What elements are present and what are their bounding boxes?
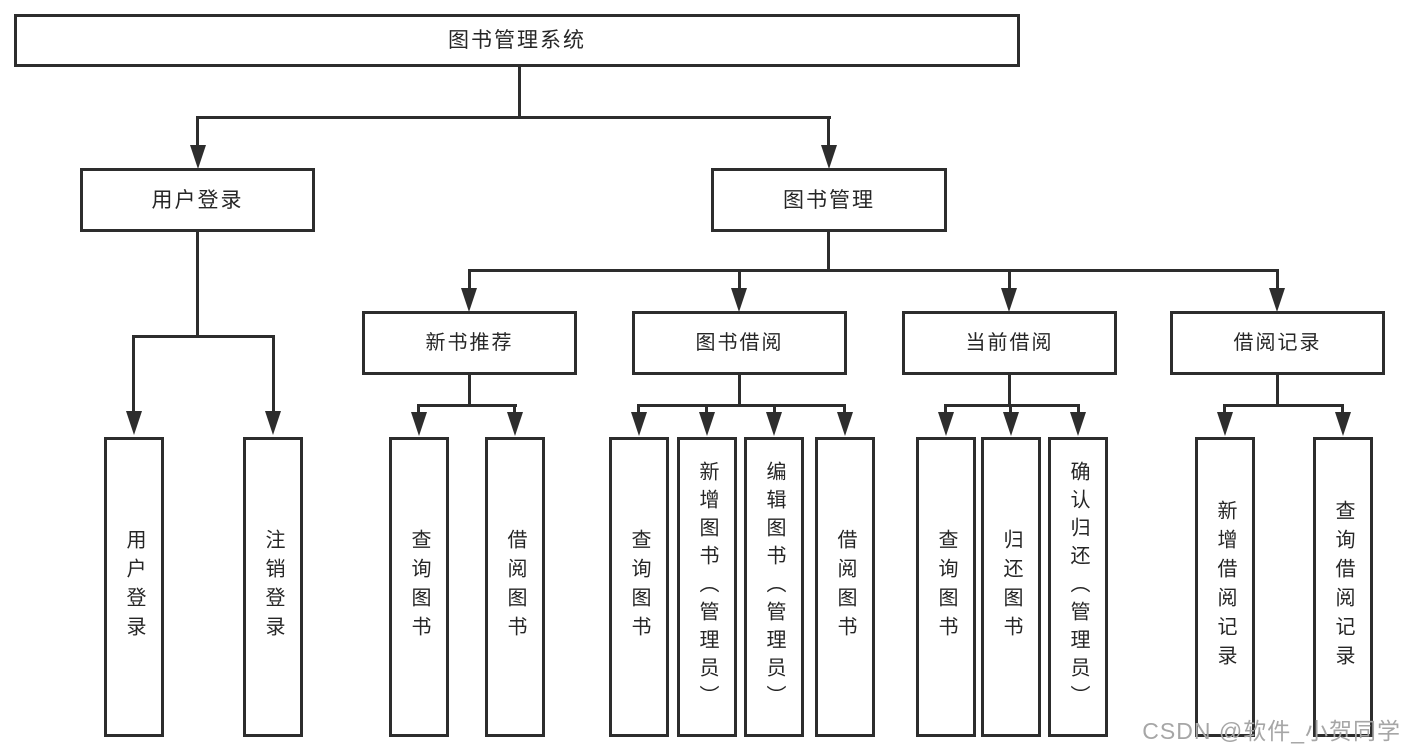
arrow-down-icon [126,411,142,435]
connector-bb-hline [637,404,846,407]
node-current-borrow: 当前借阅 [902,311,1117,375]
connector-userlogin-down [196,232,199,337]
watermark: CSDN @软件_小贺同学 [1142,718,1401,744]
arrow-down-icon [631,412,647,436]
node-user-login: 用户登录 [80,168,315,232]
connector-l3-stem-3 [1008,269,1011,290]
node-leaf-query-book-1: 查询图书 [389,437,449,737]
arrow-down-icon [731,288,747,312]
arrow-down-icon [837,412,853,436]
connector-userlogin-hline [132,335,275,338]
arrow-down-icon [1070,412,1086,436]
connector-level3-hline [468,269,1279,272]
node-leaf-borrow-book-2: 借阅图书 [815,437,875,737]
connector-nbr-stem-2 [513,404,516,415]
node-root: 图书管理系统 [14,14,1020,67]
node-leaf-query-borrow-record: 查询借阅记录 [1313,437,1373,737]
arrow-down-icon [1335,412,1351,436]
connector-br-stem-2 [1341,404,1344,415]
connector-userlogin-stem [196,116,199,147]
connector-cb-hline [944,404,1080,407]
node-leaf-logout: 注销登录 [243,437,303,737]
arrow-down-icon [265,411,281,435]
connector-br-stub [1276,375,1279,406]
connector-l3-stem-2 [738,269,741,290]
connector-l3-stem-1 [468,269,471,290]
node-leaf-return-book: 归还图书 [981,437,1041,737]
node-borrow-record: 借阅记录 [1170,311,1385,375]
connector-bookmgmt-down [827,232,830,272]
arrow-down-icon [1269,288,1285,312]
arrow-down-icon [507,412,523,436]
node-leaf-user-login: 用户登录 [104,437,164,737]
connector-nbr-stub [468,375,471,406]
connector-ul-child2-stem [272,335,275,413]
connector-bb-stem-2 [705,404,708,415]
connector-bb-stub [738,375,741,406]
node-leaf-confirm-return-admin: 确认归还（管理员） [1048,437,1108,737]
connector-bb-stem-4 [843,404,846,415]
arrow-down-icon [821,145,837,169]
arrow-down-icon [461,288,477,312]
arrow-down-icon [411,412,427,436]
node-book-management: 图书管理 [711,168,947,232]
arrow-down-icon [699,412,715,436]
node-leaf-borrow-book-1: 借阅图书 [485,437,545,737]
connector-cb-stem-1 [944,404,947,415]
connector-br-hline [1223,404,1344,407]
connector-level2-hline [197,116,831,119]
connector-cb-stem-2 [1009,404,1012,415]
arrow-down-icon [766,412,782,436]
connector-nbr-hline [417,404,517,407]
arrow-down-icon [190,145,206,169]
node-leaf-query-book-3: 查询图书 [916,437,976,737]
arrow-down-icon [938,412,954,436]
node-leaf-query-book-2: 查询图书 [609,437,669,737]
connector-bb-stem-1 [637,404,640,415]
connector-br-stem-1 [1223,404,1226,415]
connector-bb-stem-3 [773,404,776,415]
node-book-borrow: 图书借阅 [632,311,847,375]
arrow-down-icon [1217,412,1233,436]
connector-nbr-stem-1 [417,404,420,415]
node-new-book-recommend: 新书推荐 [362,311,577,375]
connector-ul-child1-stem [132,335,135,413]
node-leaf-add-borrow-record: 新增借阅记录 [1195,437,1255,737]
node-leaf-edit-book-admin: 编辑图书（管理员） [744,437,804,737]
node-leaf-add-book-admin: 新增图书（管理员） [677,437,737,737]
connector-bookmgmt-stem [827,116,830,147]
arrow-down-icon [1001,288,1017,312]
connector-cb-stub [1008,375,1011,406]
connector-root-stub [518,66,521,119]
arrow-down-icon [1003,412,1019,436]
connector-cb-stem-3 [1077,404,1080,415]
connector-l3-stem-4 [1276,269,1279,290]
